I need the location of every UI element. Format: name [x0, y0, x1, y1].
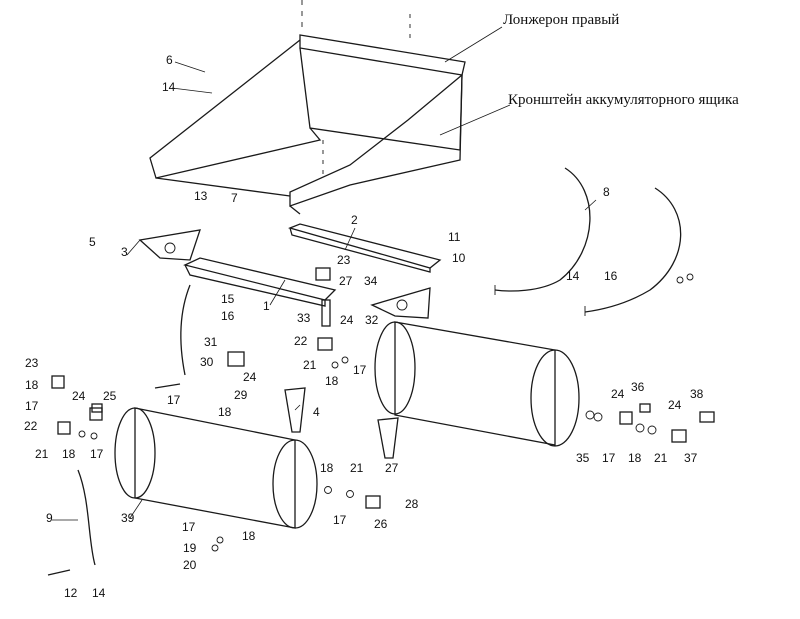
- callout-25: 25: [103, 389, 117, 403]
- callout-21c: 21: [350, 461, 364, 475]
- callout-26: 26: [374, 517, 388, 531]
- pad-lower: [377, 417, 399, 459]
- callout-1: 1: [263, 299, 270, 313]
- callout-2: 2: [351, 213, 358, 227]
- callout-24c: 24: [340, 313, 354, 327]
- bolt-36: [639, 403, 651, 413]
- callout-18d: 18: [325, 374, 339, 388]
- callout-17b: 17: [90, 447, 104, 461]
- terminal-clamp-22: [317, 337, 333, 351]
- callout-17c: 17: [167, 393, 181, 407]
- callout-12: 12: [64, 586, 78, 600]
- strap-8-left: [494, 167, 591, 295]
- terminal-clamp-left: [51, 375, 103, 435]
- callout-10: 10: [452, 251, 466, 265]
- pad-4: [284, 387, 306, 433]
- callout-22b: 22: [294, 334, 308, 348]
- callout-18b: 18: [62, 447, 76, 461]
- bolt-3: [154, 383, 181, 389]
- label-battery-box-bracket: Кронштейн аккумуляторного ящика: [508, 92, 739, 108]
- callout-numbers: 1 2 3 4 5 6 7 8 9 10 11 12 13 14 14 14 1…: [24, 53, 704, 600]
- callout-28: 28: [405, 497, 419, 511]
- callout-27b: 27: [385, 461, 399, 475]
- callout-18c: 18: [218, 405, 232, 419]
- callout-30: 30: [200, 355, 214, 369]
- callout-22a: 22: [24, 419, 38, 433]
- washers-35: [585, 410, 657, 435]
- callout-14c: 14: [92, 586, 106, 600]
- callout-27a: 27: [339, 274, 353, 288]
- bolt-25: [91, 403, 103, 413]
- callout-18e: 18: [320, 461, 334, 475]
- callout-16a: 16: [221, 309, 235, 323]
- callout-39: 39: [121, 511, 135, 525]
- callout-17a: 17: [25, 399, 39, 413]
- callout-19: 19: [183, 541, 197, 555]
- callout-24b: 24: [243, 370, 257, 384]
- callout-38: 38: [690, 387, 704, 401]
- callout-8: 8: [603, 185, 610, 199]
- callout-24a: 24: [72, 389, 86, 403]
- callout-7: 7: [231, 191, 238, 205]
- callout-4: 4: [313, 405, 320, 419]
- callout-21b: 21: [303, 358, 317, 372]
- strap-15: [180, 284, 191, 376]
- callout-15: 15: [221, 292, 235, 306]
- washers-18-21: [78, 356, 354, 552]
- callout-32: 32: [365, 313, 379, 327]
- callout-20: 20: [183, 558, 197, 572]
- callout-34: 34: [364, 274, 378, 288]
- callout-5: 5: [89, 235, 96, 249]
- right-longeron-and-bracket: [149, 0, 466, 215]
- label-right-longeron: Лонжерон правый: [503, 12, 619, 28]
- callout-17e: 17: [333, 513, 347, 527]
- strap-8-right: [584, 187, 682, 316]
- callout-29: 29: [234, 388, 248, 402]
- battery-39: [114, 407, 318, 529]
- mounting-rail-1: [183, 257, 337, 307]
- callout-14b: 14: [566, 269, 580, 283]
- callout-21a: 21: [35, 447, 49, 461]
- strap-9: [77, 469, 96, 566]
- callout-9: 9: [46, 511, 53, 525]
- callout-31: 31: [204, 335, 218, 349]
- callout-13: 13: [194, 189, 208, 203]
- terminal-clamp-31: [227, 351, 245, 367]
- mounting-rail-2: [287, 223, 442, 273]
- bracket-plate-right: [370, 287, 431, 319]
- battery-right: [374, 321, 580, 447]
- callout-6: 6: [166, 53, 173, 67]
- callout-18f: 18: [242, 529, 256, 543]
- callout-24d: 24: [611, 387, 625, 401]
- callout-18g: 18: [628, 451, 642, 465]
- callout-23b: 23: [337, 253, 351, 267]
- callout-21d: 21: [654, 451, 668, 465]
- callout-37: 37: [684, 451, 698, 465]
- callout-24e: 24: [668, 398, 682, 412]
- callout-14a: 14: [162, 80, 176, 94]
- callout-17g: 17: [602, 451, 616, 465]
- bolt-12: [47, 569, 71, 576]
- terminal-clamp-37: [619, 411, 687, 443]
- callout-16b: 16: [604, 269, 618, 283]
- callout-18a: 18: [25, 378, 39, 392]
- callout-17f: 17: [182, 520, 196, 534]
- terminal-clamp-26: [365, 495, 381, 509]
- callout-35: 35: [576, 451, 590, 465]
- callout-11: 11: [448, 230, 461, 244]
- callout-23a: 23: [25, 356, 39, 370]
- callout-33: 33: [297, 311, 311, 325]
- bolt-33: [321, 299, 331, 327]
- callout-36: 36: [631, 380, 645, 394]
- callout-3: 3: [121, 245, 128, 259]
- terminal-clamp-23: [315, 267, 331, 281]
- bracket-plate-3: [138, 229, 201, 261]
- nuts-right: [676, 273, 694, 284]
- callout-17d: 17: [353, 363, 367, 377]
- bolt-38: [699, 411, 715, 423]
- leader-lines: [52, 26, 597, 521]
